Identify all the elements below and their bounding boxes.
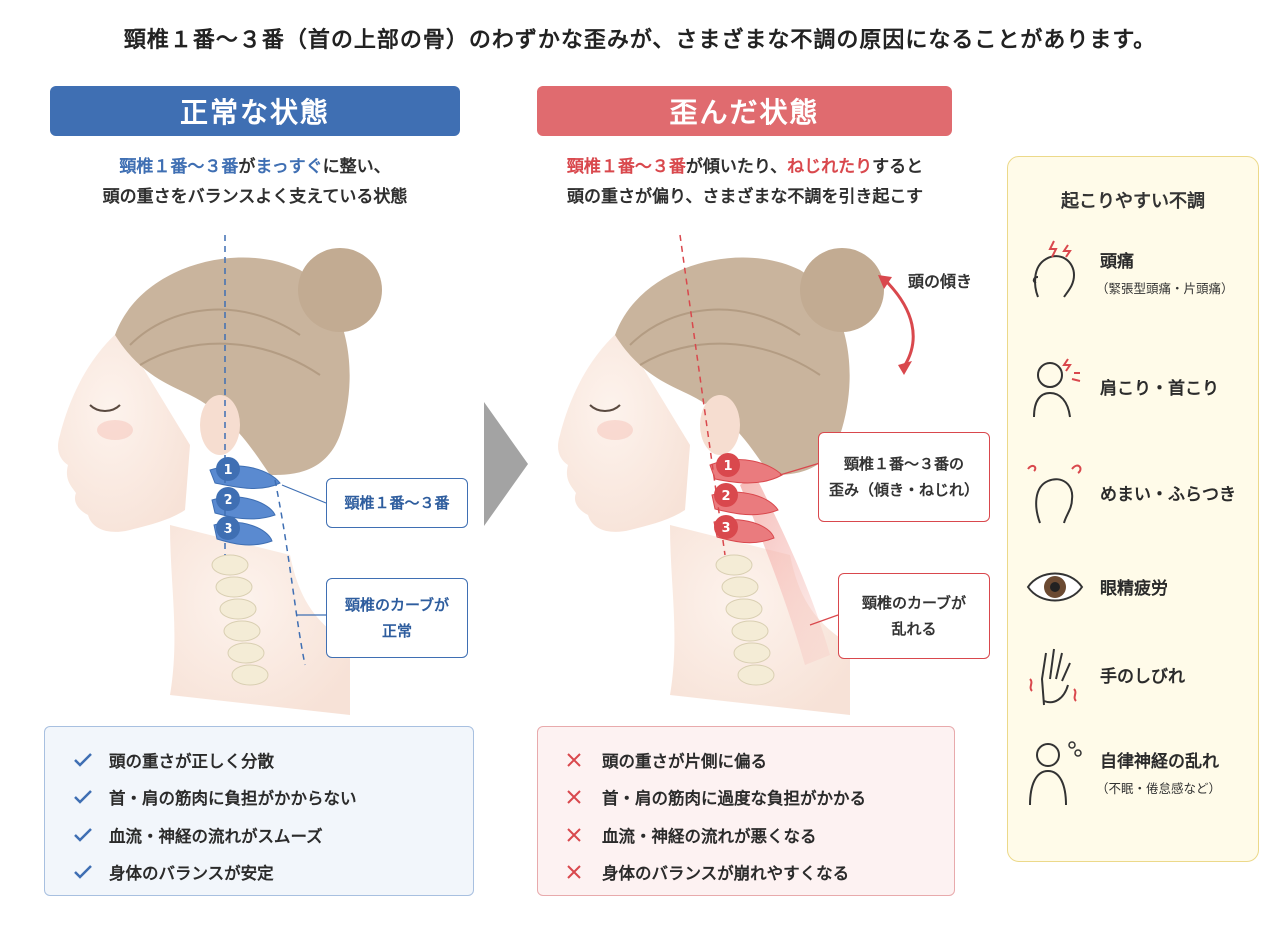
list-item: 身体のバランスが安定 (73, 854, 473, 892)
cross-icon (566, 827, 602, 843)
cross-icon (566, 864, 602, 880)
curve-line (274, 479, 306, 666)
ear (700, 395, 740, 455)
autonomic-nerve-icon (1029, 741, 1082, 806)
head-tilt-arrow-icon (883, 278, 915, 366)
symptom-item: 自律神経の乱れ （不眠・倦怠感など） (1008, 737, 1258, 817)
check-icon (73, 789, 109, 805)
closed-eye (89, 404, 121, 412)
normal-state-banner: 正常な状態 (50, 86, 460, 136)
vertebra-number-2: 2 (223, 493, 232, 508)
strained-muscle (740, 475, 830, 665)
symptom-item: 頭痛 （緊張型頭痛・片頭痛） (1008, 237, 1258, 317)
list-item: 頭の重さが片側に偏る (566, 741, 954, 779)
distorted-state-banner: 歪んだ状態 (537, 86, 952, 136)
vertebrae-callout: 頸椎１番〜３番 (326, 478, 468, 528)
symptom-item: 手のしびれ (1008, 639, 1258, 719)
stiff-shoulder-icon (1033, 358, 1081, 418)
normal-description: 頸椎１番〜３番がまっすぐに整い、 頭の重さをバランスよく支えている状態 (102, 157, 408, 207)
symptom-item: 眼精疲労 (1008, 551, 1258, 631)
hair-shape (115, 257, 350, 475)
normal-curve-callout: 頸椎のカーブが 正常 (326, 578, 468, 658)
symptom-item: 肩こり・首こり (1008, 351, 1258, 431)
cervical-spine (715, 554, 775, 686)
list-item: 頭の重さが正しく分散 (73, 741, 473, 779)
vertebra-number-3: 3 (223, 522, 232, 537)
hand-numbness-icon (1029, 648, 1077, 706)
head-tilt-label: 頭の傾き (908, 272, 973, 291)
tilted-alignment-line (679, 234, 726, 556)
cervical-spine (211, 554, 269, 686)
headline: 頸椎１番〜３番（首の上部の骨）のわずかな歪みが、さまざまな不調の原因になることが… (123, 28, 1157, 53)
normal-benefits-list: 頭の重さが正しく分散 首・肩の筋肉に負担がかからない 血流・神経の流れがスムーズ… (44, 726, 474, 896)
disrupted-curve-callout: 頸椎のカーブが 乱れる (838, 573, 990, 659)
cross-icon (566, 752, 602, 768)
transition-arrow-icon (484, 402, 528, 526)
list-item: 血流・神経の流れがスムーズ (73, 816, 473, 854)
list-item: 身体のバランスが崩れやすくなる (566, 854, 954, 892)
headache-icon (1032, 240, 1076, 298)
cross-icon (566, 789, 602, 805)
neck-shape (170, 525, 350, 715)
normal-neck-illustration: 1 2 3 (57, 235, 382, 715)
list-item: 首・肩の筋肉に過度な負担がかかる (566, 779, 954, 817)
hair-bun (298, 248, 382, 332)
symptoms-panel: 起こりやすい不調 頭痛 （緊張型頭痛・片頭痛） 肩こり・首こり (1007, 156, 1259, 862)
vertebra-number-3: 3 (721, 521, 730, 536)
distorted-neck-illustration: 1 2 3 (557, 234, 915, 715)
distortion-callout: 頸椎１番〜３番の 歪み（傾き・ねじれ） (818, 432, 990, 522)
vertebra-number-2: 2 (721, 489, 730, 504)
list-item: 首・肩の筋肉に負担がかからない (73, 779, 473, 817)
distorted-problems-list: 頭の重さが片側に偏る 首・肩の筋肉に過度な負担がかかる 血流・神経の流れが悪くな… (537, 726, 955, 896)
vertebra-number-1: 1 (223, 463, 232, 478)
check-icon (73, 827, 109, 843)
neck-shape (670, 525, 850, 715)
vertebra-labels: 1 2 3 (216, 457, 240, 540)
check-icon (73, 752, 109, 768)
eye-icon (1026, 572, 1084, 602)
check-icon (73, 864, 109, 880)
hair-bun (800, 248, 884, 332)
dizziness-icon (1027, 464, 1082, 524)
vertebra-number-1: 1 (723, 459, 732, 474)
list-item: 血流・神経の流れが悪くなる (566, 816, 954, 854)
ear (200, 395, 240, 455)
symptoms-title: 起こりやすい不調 (1061, 191, 1205, 212)
closed-eye (589, 404, 621, 412)
symptom-item: めまい・ふらつき (1008, 457, 1258, 537)
hair-shape (615, 257, 850, 475)
vertebra-labels: 1 2 3 (714, 453, 740, 539)
distorted-description: 頸椎１番〜３番が傾いたり、ねじれたりすると 頭の重さが偏り、さまざまな不調を引き… (566, 157, 924, 207)
